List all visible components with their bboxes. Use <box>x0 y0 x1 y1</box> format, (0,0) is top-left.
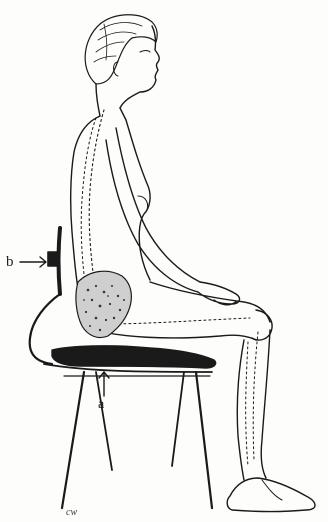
label-b: b <box>6 255 14 270</box>
shin-bone-dotted <box>253 332 258 460</box>
chair-leg-front-right <box>196 372 212 508</box>
upper-arm <box>116 128 200 282</box>
thigh-bone-dotted <box>104 318 250 324</box>
chair-leg-back-right <box>172 372 184 466</box>
eye <box>140 51 150 53</box>
pointer-b-arrow <box>20 257 46 267</box>
artist-signature: cw <box>66 507 77 518</box>
neck <box>96 84 126 120</box>
backrest-adjuster <box>48 252 58 266</box>
pelvis-region <box>76 271 131 337</box>
breast <box>138 196 148 212</box>
upper-arm-inner <box>106 140 198 292</box>
pointer-a-arrow <box>99 372 109 396</box>
seat-cushion <box>52 346 216 368</box>
shin-bone-dotted-2 <box>246 342 248 466</box>
shoe <box>227 478 315 512</box>
label-a: a <box>98 398 104 412</box>
face-profile <box>120 26 159 108</box>
spine-dotted-2 <box>81 118 96 290</box>
hair-strands <box>94 23 142 62</box>
shin-front <box>261 330 270 478</box>
calf-back <box>237 340 244 480</box>
hair <box>85 15 157 84</box>
hand <box>198 282 239 305</box>
chair-leg-front-left <box>62 372 84 508</box>
thigh-top <box>150 282 270 322</box>
